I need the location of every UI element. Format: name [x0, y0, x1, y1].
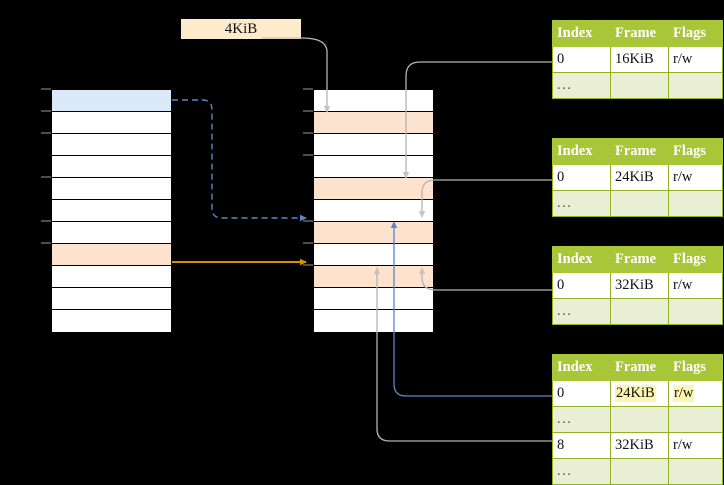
page-table-cell: 32KiB — [610, 272, 669, 299]
page-table-cell: 16KiB — [610, 46, 669, 73]
page-size-label-text: 4KiB — [224, 20, 258, 37]
page-table-cell: 0 — [552, 272, 611, 299]
column-header-frame: Frame — [610, 246, 669, 273]
column-header-index: Index — [552, 138, 611, 165]
page-table-cell: 0 — [552, 164, 611, 191]
page-table-cell: ... — [552, 406, 611, 433]
page-size-label: 4KiB — [181, 19, 301, 39]
page-table-cell — [610, 458, 669, 485]
page-table-cell — [668, 190, 723, 217]
column-header-flags: Flags — [668, 138, 723, 165]
column-header-frame: Frame — [610, 20, 669, 47]
page-table-ellipsis-row[interactable]: ... — [552, 406, 723, 433]
column-header-frame: Frame — [610, 354, 669, 381]
memory-row[interactable] — [314, 244, 433, 266]
page-table-ellipsis-row[interactable]: ... — [552, 72, 723, 99]
highlighted-value: 24KiB — [615, 385, 656, 402]
memory-row[interactable] — [52, 244, 171, 266]
physical-memory-column — [313, 89, 434, 332]
memory-row[interactable] — [314, 90, 433, 112]
memory-row[interactable] — [314, 156, 433, 178]
memory-row[interactable] — [314, 200, 433, 222]
page-table-cell: 8 — [552, 432, 611, 459]
page-table-cell — [668, 406, 723, 433]
page-table-ellipsis-row[interactable]: ... — [552, 298, 723, 325]
page-table-cell — [610, 190, 669, 217]
page-table-cell: 0 — [552, 46, 611, 73]
highlighted-value: r/w — [673, 385, 695, 402]
column-header-index: Index — [552, 354, 611, 381]
memory-row[interactable] — [314, 310, 433, 332]
page-table-cell — [668, 458, 723, 485]
memory-row[interactable] — [52, 112, 171, 134]
memory-row[interactable] — [52, 266, 171, 288]
left-column-ticks — [41, 88, 51, 244]
column-header-frame: Frame — [610, 138, 669, 165]
memory-row[interactable] — [52, 200, 171, 222]
memory-row[interactable] — [52, 178, 171, 200]
page-table-cell: ... — [552, 72, 611, 99]
virtual-address-space-column — [51, 89, 172, 332]
memory-row[interactable] — [52, 288, 171, 310]
page-table-cell: 0 — [552, 380, 611, 407]
page-table-cell: r/w — [668, 272, 723, 299]
column-header-flags: Flags — [668, 246, 723, 273]
page-table-cell — [668, 72, 723, 99]
page-table-cell: ... — [552, 298, 611, 325]
memory-row[interactable] — [52, 222, 171, 244]
memory-row[interactable] — [314, 222, 433, 244]
connector-pt3-to-frame — [418, 266, 552, 291]
page-table-cell — [610, 298, 669, 325]
page-table-cell — [668, 298, 723, 325]
memory-row[interactable] — [52, 134, 171, 156]
memory-row[interactable] — [314, 178, 433, 200]
page-table-cell: r/w — [668, 432, 723, 459]
column-header-flags: Flags — [668, 20, 723, 47]
page-table-cell: r/w — [668, 380, 723, 407]
memory-row[interactable] — [52, 90, 171, 112]
memory-row[interactable] — [52, 156, 171, 178]
page-table-cell: ... — [552, 190, 611, 217]
middle-column-ticks — [303, 88, 313, 266]
connector-virtual-to-physical-dashed — [172, 99, 308, 222]
memory-row[interactable] — [314, 134, 433, 156]
page-table-ellipsis-row[interactable]: ... — [552, 458, 723, 485]
page-table-ellipsis-row[interactable]: ... — [552, 190, 723, 217]
column-header-index: Index — [552, 246, 611, 273]
memory-row[interactable] — [314, 288, 433, 310]
memory-row[interactable] — [314, 112, 433, 134]
page-table-cell: r/w — [668, 164, 723, 191]
memory-row[interactable] — [52, 310, 171, 332]
connector-pt2-to-frame — [418, 179, 552, 219]
column-header-index: Index — [552, 20, 611, 47]
page-table-cell: ... — [552, 458, 611, 485]
page-table-cell — [610, 406, 669, 433]
page-table-cell: r/w — [668, 46, 723, 73]
memory-row[interactable] — [314, 266, 433, 288]
page-table-cell: 24KiB — [610, 380, 669, 407]
page-table-cell: 32KiB — [610, 432, 669, 459]
page-table-cell — [610, 72, 669, 99]
page-table-cell: 24KiB — [610, 164, 669, 191]
column-header-flags: Flags — [668, 354, 723, 381]
